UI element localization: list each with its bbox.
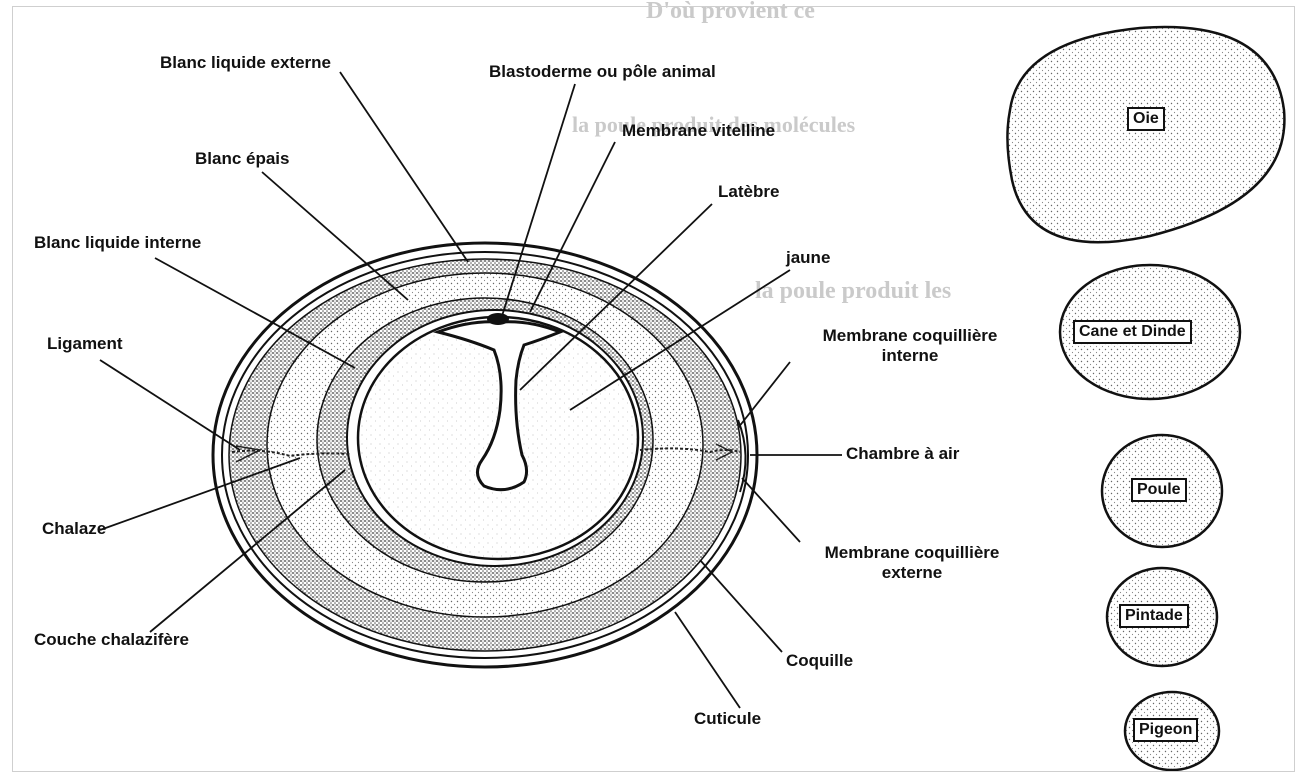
main-egg bbox=[213, 243, 757, 667]
label-ligament: Ligament bbox=[47, 334, 123, 354]
label-line: Membrane coquillière bbox=[797, 326, 1023, 346]
leader-cuticule bbox=[675, 612, 740, 708]
label-blanc-liquide-interne: Blanc liquide interne bbox=[34, 233, 201, 253]
label-cuticule: Cuticule bbox=[694, 709, 761, 729]
blastoderm bbox=[487, 313, 509, 325]
leader-ligament bbox=[100, 360, 240, 450]
size-comparison-eggs bbox=[1007, 27, 1284, 770]
label-chalaze: Chalaze bbox=[42, 519, 106, 539]
label-membrane-coquilliere-externe: Membrane coquillière externe bbox=[799, 543, 1025, 583]
label-jaune: jaune bbox=[786, 248, 830, 268]
egg-label-oie: Oie bbox=[1127, 107, 1165, 131]
leader-blanc-liquide-externe bbox=[340, 72, 468, 262]
label-chambre-a-air: Chambre à air bbox=[846, 444, 959, 464]
leader-membrane-coquilliere-externe bbox=[742, 478, 800, 542]
label-line: interne bbox=[797, 346, 1023, 366]
egg-label-pigeon: Pigeon bbox=[1133, 718, 1198, 742]
label-line: externe bbox=[799, 563, 1025, 583]
label-couche-chalazifere: Couche chalazifère bbox=[34, 630, 189, 650]
label-latebre: Latèbre bbox=[718, 182, 779, 202]
label-line: Membrane coquillière bbox=[799, 543, 1025, 563]
label-membrane-vitelline: Membrane vitelline bbox=[622, 121, 775, 141]
label-blanc-epais: Blanc épais bbox=[195, 149, 290, 169]
leader-coquille bbox=[700, 560, 782, 652]
egg-oie bbox=[1007, 27, 1284, 242]
label-blanc-liquide-externe: Blanc liquide externe bbox=[160, 53, 331, 73]
egg-label-poule: Poule bbox=[1131, 478, 1187, 502]
label-blastoderme: Blastoderme ou pôle animal bbox=[489, 62, 716, 82]
label-coquille: Coquille bbox=[786, 651, 853, 671]
egg-label-cane-dinde: Cane et Dinde bbox=[1073, 320, 1192, 344]
label-membrane-coquilliere-interne: Membrane coquillière interne bbox=[797, 326, 1023, 366]
egg-label-pintade: Pintade bbox=[1119, 604, 1189, 628]
